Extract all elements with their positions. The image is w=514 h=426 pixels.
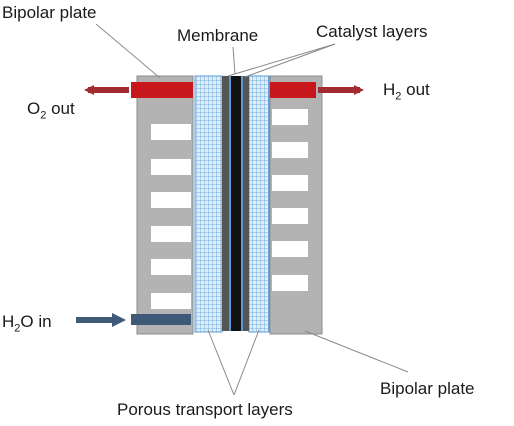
leader-catalyst-b (244, 43, 336, 78)
left-catalyst-gap (229, 76, 231, 331)
label-membrane: Membrane (177, 26, 259, 45)
leader-bipolar-plate-left (95, 23, 161, 79)
oxygen-outlet-header (131, 82, 193, 98)
label-o2-out-post: out (46, 99, 75, 118)
label-o2-out: O2 out (27, 99, 75, 122)
label-bipolar-plate-right: Bipolar plate (380, 379, 475, 398)
label-o2-out-pre: O (27, 99, 41, 118)
label-porous-transport-layers: Porous transport layers (117, 400, 293, 419)
label-catalyst-layers: Catalyst layers (316, 22, 428, 41)
label-h2-out-sub: 2 (395, 90, 402, 103)
label-h2o-in-post: O in (20, 312, 52, 331)
right-flow-channel (272, 109, 308, 125)
leader-bipolar-plate-right (304, 330, 409, 373)
label-o2-out-sub: 2 (40, 109, 47, 122)
h2o-in-arrowhead (112, 313, 126, 327)
right-porous-transport-layer (248, 75, 270, 333)
label-h2-out-pre: H (383, 80, 396, 99)
right-catalyst-gap (241, 76, 243, 331)
left-porous-transport-layer (194, 75, 223, 333)
right-flow-channel (272, 241, 308, 257)
left-catalyst-layer (222, 76, 229, 331)
label-bipolar-plate-left: Bipolar plate (2, 3, 97, 22)
left-flow-channel (151, 124, 191, 140)
left-flow-channel (151, 259, 191, 275)
left-flow-channel (151, 192, 191, 208)
label-h2o-in-pre: H (2, 312, 15, 331)
right-flow-channel (272, 275, 308, 291)
leader-ptl-left (207, 329, 235, 396)
leader-catalyst-a (227, 43, 336, 77)
leader-ptl-right (233, 329, 260, 396)
right-flow-channel (272, 175, 308, 191)
right-flow-channel (272, 208, 308, 224)
hydrogen-outlet-header (270, 82, 316, 98)
label-h2-out: H2 out (383, 80, 430, 103)
water-inlet-channel (131, 314, 191, 325)
membrane (231, 76, 241, 331)
label-h2-out-post: out (401, 80, 430, 99)
right-flow-channel (272, 142, 308, 158)
left-flow-channel (151, 226, 191, 242)
label-h2o-in: H2O in (2, 312, 52, 335)
right-catalyst-layer (243, 76, 249, 331)
label-h2o-in-sub: 2 (14, 322, 21, 335)
leader-membrane (232, 46, 236, 75)
left-flow-channel (151, 293, 191, 309)
left-flow-channel (151, 159, 191, 175)
